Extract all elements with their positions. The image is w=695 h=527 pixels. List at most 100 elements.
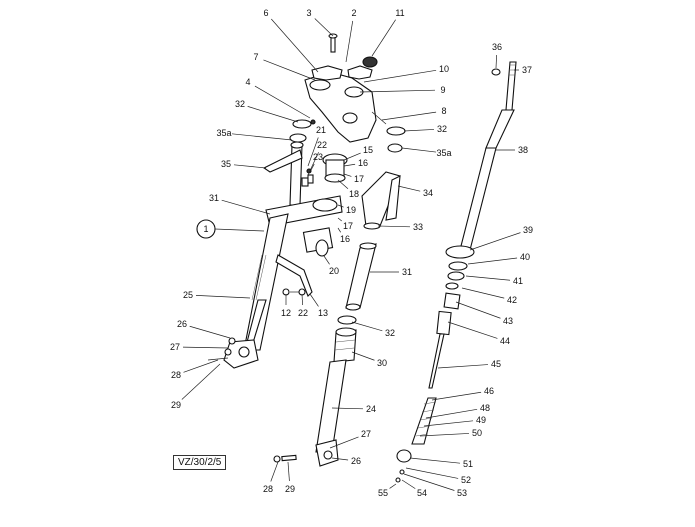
leader-line-24 [331,407,364,410]
leader-line-50 [419,433,470,437]
callout-45: 45 [491,359,501,369]
callout-46: 46 [484,386,494,396]
callout-35a: 35a [216,128,231,138]
leader-line-15 [343,152,361,161]
leader-line-42 [461,287,505,299]
callout-20: 20 [329,266,339,276]
callout-19: 19 [346,205,356,215]
leader-line-32 [403,129,435,132]
callout-28: 28 [263,484,273,494]
callout-32: 32 [235,99,245,109]
leader-line-34 [397,185,421,192]
leader-line-7 [263,59,316,81]
leader-line-13 [309,293,319,307]
leader-line-17 [337,217,342,222]
callout-39: 39 [523,225,533,235]
callout-27: 27 [170,342,180,352]
leader-line-32 [247,106,299,123]
callout-2: 2 [351,8,356,18]
callout-24: 24 [366,404,376,414]
leader-lines [181,18,521,491]
callout-13: 13 [318,308,328,318]
callout-10: 10 [439,64,449,74]
leader-line-36 [495,54,497,69]
leader-line-53 [403,473,455,491]
callout-27: 27 [361,429,371,439]
leader-line-32 [351,321,383,332]
leader-line-54 [401,479,416,489]
leader-line-22 [301,293,303,306]
upper-yoke-part [304,33,378,143]
leader-line-22 [307,152,319,176]
leader-line-33 [377,225,411,228]
callout-36: 36 [492,42,502,52]
leader-line-27 [329,436,359,449]
leader-line-29 [181,363,221,400]
leader-line-3 [314,18,334,37]
callout-35a: 35a [436,148,451,158]
callout-43: 43 [503,316,513,326]
callout-26: 26 [177,319,187,329]
leader-line-29 [287,461,290,482]
leader-line-23 [309,163,315,173]
leader-line-46 [431,391,482,401]
leader-line-40 [467,257,518,265]
leader-line-35a [401,147,437,153]
leader-line-39 [469,232,521,251]
callout-32: 32 [385,328,395,338]
callout-30: 30 [377,358,387,368]
leader-line-44 [447,321,498,339]
leader-line-26 [331,457,349,461]
callout-48: 48 [480,403,490,413]
callout-49: 49 [476,415,486,425]
leader-line-30 [351,351,375,361]
callout-29: 29 [171,400,181,410]
leader-line-27 [182,346,229,349]
callout-21: 21 [316,125,326,135]
leader-line-20 [323,255,330,265]
callout-28: 28 [171,370,181,380]
leader-line-35 [233,164,267,169]
leader-line-28 [183,359,219,373]
callout-40: 40 [520,252,530,262]
leader-line-2 [345,20,354,63]
leader-line-16 [337,227,342,233]
callout-38: 38 [518,145,528,155]
callout-16: 16 [358,158,368,168]
leader-line-45 [437,364,489,369]
callout-17: 17 [354,174,364,184]
assembly-marker [196,219,265,239]
callout-29: 29 [285,484,295,494]
leader-line-49 [423,420,474,427]
leader-line-28 [270,461,279,482]
fork-stanchion-parts [273,111,406,467]
leader-line-11 [371,19,396,57]
reference-code: VZ/30/2/5 [173,455,227,470]
callout-6: 6 [263,8,268,18]
leader-line-41 [465,275,511,281]
leader-line-9 [359,89,436,93]
leader-line-43 [455,301,501,319]
leader-line-8 [381,111,437,121]
leader-line-35a [231,133,293,141]
left-fork-assembly [223,141,348,369]
callout-31: 31 [209,193,219,203]
callout-33: 33 [413,222,423,232]
callout-37: 37 [522,65,532,75]
callout-35: 35 [221,159,231,169]
leader-line-19 [337,204,344,208]
damper-assembly-parts [395,61,517,483]
leader-line-25 [195,295,251,299]
leader-line-4 [254,85,311,119]
callout-26: 26 [351,456,361,466]
callout-41: 41 [513,276,523,286]
callout-32: 32 [437,124,447,134]
leader-line-48 [425,408,478,419]
leader-line-55 [389,483,397,489]
callout-22: 22 [317,140,327,150]
callout-51: 51 [463,459,473,469]
callout-15: 15 [363,145,373,155]
leader-line-17 [343,173,352,177]
leader-line-10 [363,69,437,83]
